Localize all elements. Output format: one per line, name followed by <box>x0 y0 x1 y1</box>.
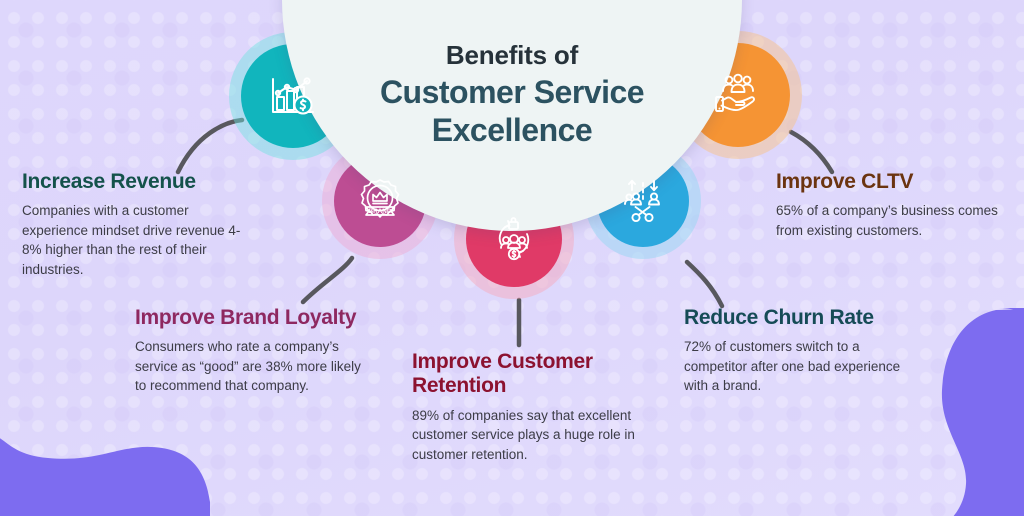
decorative-blob-bottom-left <box>0 392 220 516</box>
title-line-3: Excellence <box>431 112 593 149</box>
benefit-body: 65% of a company’s business comes from e… <box>776 203 998 238</box>
churn-scissors-people-icon <box>624 179 660 223</box>
benefit-heading: Increase Revenue <box>22 170 196 193</box>
benefit-heading: Improve Customer Retention <box>412 350 593 398</box>
benefit-body: 89% of companies say that excellent cust… <box>412 407 635 462</box>
title-line-2: Customer Service <box>379 73 645 110</box>
benefit-heading: Reduce Churn Rate <box>684 306 874 329</box>
benefit-body: 72% of customers switch to a competitor … <box>684 339 901 394</box>
bar-chart-dollar-icon <box>272 77 314 115</box>
customer-retention-cycle-icon <box>498 217 530 261</box>
benefit-block-improve-customer-retention: Improve Customer Retention 89% of compan… <box>412 350 650 464</box>
title-line-1: Benefits of <box>445 40 579 70</box>
brand-badge-label: BRAND <box>368 208 391 215</box>
benefit-block-improve-cltv: Improve CLTV 65% of a company’s business… <box>776 170 1012 240</box>
benefit-block-increase-revenue: Increase Revenue Companies with a custom… <box>22 170 254 280</box>
hand-holding-customers-icon <box>715 73 755 112</box>
benefit-heading: Improve Brand Loyalty <box>135 306 357 329</box>
page-title: Benefits of Customer Service Excellence <box>282 40 742 150</box>
decorative-blob-bottom-right <box>938 308 1024 516</box>
benefit-body: Companies with a customer experience min… <box>22 203 241 278</box>
benefit-heading: Improve CLTV <box>776 170 914 193</box>
benefit-block-reduce-churn-rate: Reduce Churn Rate 72% of customers switc… <box>684 306 924 396</box>
benefit-block-improve-brand-loyalty: Improve Brand Loyalty Consumers who rate… <box>135 306 367 396</box>
benefit-body: Consumers who rate a company’s service a… <box>135 339 361 394</box>
brand-badge-crown-icon: BRAND <box>360 179 400 218</box>
